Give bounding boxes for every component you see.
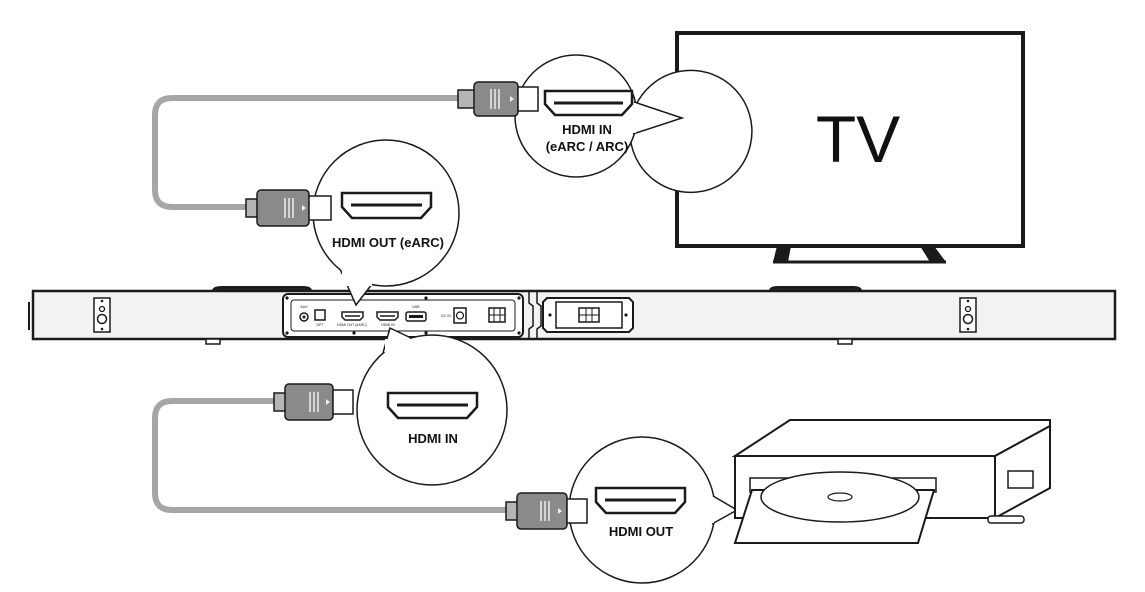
tv-port-label-line2: (eARC / ARC): [546, 139, 629, 154]
player-top: [731, 419, 1051, 457]
svg-text:DC IN: DC IN: [441, 314, 451, 318]
callout-tv-hdmi-in: HDMI IN (eARC / ARC): [514, 54, 753, 194]
hdmi-out-earc-port: HDMI OUT (eARC): [337, 311, 367, 327]
wall-mount-keyhole-left-icon: [93, 297, 111, 333]
wall-mount-keyhole-right-icon: [959, 297, 977, 333]
tv-port-label-line1: HDMI IN: [562, 122, 612, 137]
usb-port: USB: [405, 305, 427, 322]
svg-text:HDMI OUT (eARC): HDMI OUT (eARC): [337, 323, 367, 327]
tv-stand-right: [920, 246, 946, 262]
aux-port: AUX: [299, 305, 309, 322]
svg-text:USB: USB: [412, 305, 420, 309]
hdmi-plug-tv-icon: [457, 81, 539, 117]
soundbar: AUX OPT HDMI OUT (eARC) HDMI IN USB: [28, 286, 1117, 345]
dc-in-port: DC IN: [441, 307, 467, 324]
hdmi-plug-player-icon: [505, 492, 588, 530]
player-display: [1007, 470, 1034, 489]
hdmi-port-icon: [340, 191, 433, 220]
soundbar-connector-panel: AUX OPT HDMI OUT (eARC) HDMI IN USB: [282, 293, 524, 338]
soundbar-center-joint: [528, 291, 542, 339]
hdmi-port-icon: [543, 89, 634, 117]
hdmi-cable-player-soundbar: [152, 398, 510, 513]
hdmi-cable-tv-soundbar: [152, 95, 462, 210]
disc-tray: [733, 471, 937, 544]
svg-text:HDMI IN: HDMI IN: [381, 323, 395, 327]
tv-stand-left: [773, 246, 791, 262]
soundbar-in-label: HDMI IN: [408, 431, 458, 446]
disc-player: [731, 419, 1051, 544]
soundbar-secondary-connector: [542, 297, 634, 333]
tv-label: TV: [816, 102, 900, 176]
subwoofer-connector-port: [488, 307, 506, 323]
callout-soundbar-hdmi-in: HDMI IN: [356, 326, 508, 486]
callout-player-hdmi-out: HDMI OUT: [568, 436, 739, 584]
soundbar-out-label: HDMI OUT (eARC): [332, 235, 444, 250]
hdmi-plug-soundbar-out-icon: [245, 189, 332, 227]
disc-icon: [760, 471, 920, 523]
callout-soundbar-hdmi-out: HDMI OUT (eARC): [312, 139, 460, 307]
hdmi-plug-soundbar-in-icon: [273, 383, 354, 421]
player-out-label: HDMI OUT: [609, 524, 673, 539]
hdmi-in-port: HDMI IN: [376, 311, 399, 327]
optical-port: OPT: [314, 309, 326, 327]
hdmi-port-icon: [386, 391, 479, 420]
hdmi-port-icon: [594, 486, 687, 515]
svg-text:AUX: AUX: [300, 305, 308, 309]
svg-text:OPT: OPT: [316, 323, 324, 327]
